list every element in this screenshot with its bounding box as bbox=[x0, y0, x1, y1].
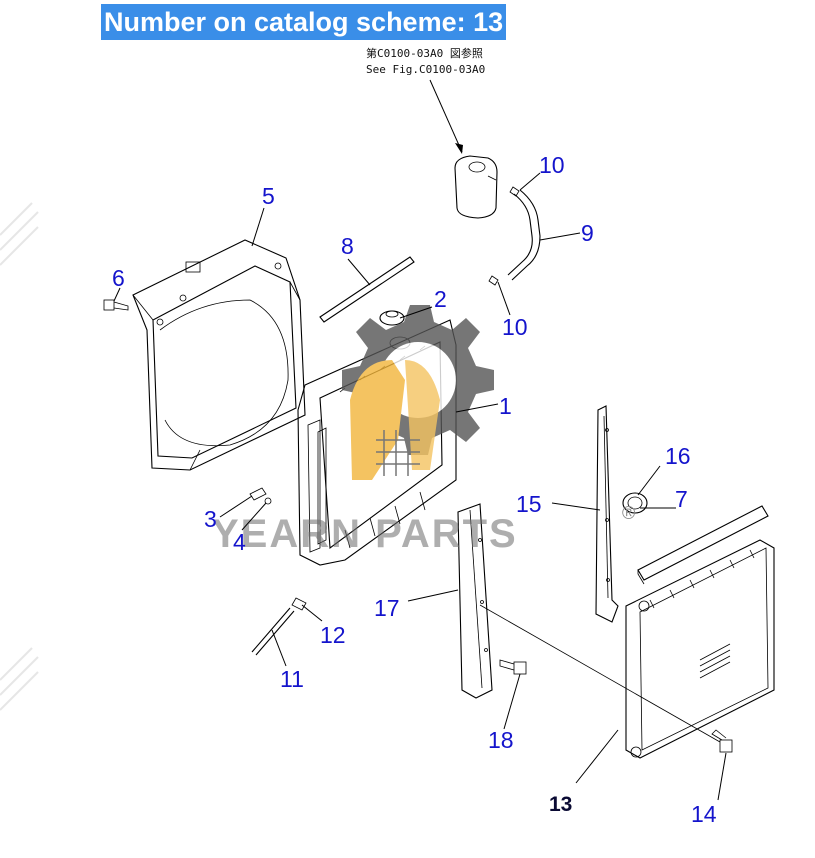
rubber-strip-7 bbox=[637, 505, 769, 585]
callout-18: 18 bbox=[488, 727, 514, 753]
oil-cooler bbox=[625, 539, 775, 759]
callout-labels: 1 2 3 4 5 6 7 8 9 10 10 11 12 13 14 15 1… bbox=[112, 152, 717, 827]
drain-cock bbox=[249, 487, 267, 501]
callout-15: 15 bbox=[516, 491, 542, 517]
watermark-registered-mark: ® bbox=[622, 503, 635, 523]
callout-2: 2 bbox=[434, 286, 447, 312]
hose-clamp-16 bbox=[622, 492, 648, 514]
drain-clip bbox=[291, 597, 307, 611]
reference-arrowhead bbox=[455, 143, 463, 154]
callout-1: 1 bbox=[499, 393, 512, 419]
radiator-cap bbox=[379, 310, 405, 326]
watermark-text: YEARN PARTS bbox=[212, 512, 518, 556]
callout-4: 4 bbox=[233, 529, 246, 555]
bolt-14 bbox=[711, 729, 733, 753]
edge-hatch-decoration bbox=[0, 202, 39, 711]
fan-shroud bbox=[132, 239, 306, 471]
callout-14: 14 bbox=[691, 801, 717, 827]
bolt-18 bbox=[499, 659, 527, 675]
overflow-hose bbox=[507, 189, 541, 281]
callout-3: 3 bbox=[204, 506, 217, 532]
assembly-guide-line bbox=[479, 604, 721, 743]
callout-8: 8 bbox=[341, 233, 354, 259]
callout-13: 13 bbox=[549, 793, 572, 816]
callout-12: 12 bbox=[320, 622, 346, 648]
callout-6: 6 bbox=[112, 265, 125, 291]
reserve-tank bbox=[454, 155, 498, 219]
drain-hose bbox=[251, 607, 295, 656]
callout-10-upper: 10 bbox=[539, 152, 565, 178]
hose-clip-upper bbox=[509, 186, 520, 197]
yearn-parts-logo bbox=[342, 305, 494, 480]
reference-note-en: See Fig.C0100-03A0 bbox=[366, 63, 485, 76]
drain-plug bbox=[264, 497, 272, 505]
bracket-15 bbox=[595, 405, 619, 623]
shroud-bolt bbox=[103, 299, 129, 311]
leader-lines bbox=[113, 172, 727, 801]
callout-16: 16 bbox=[665, 443, 691, 469]
callout-9: 9 bbox=[581, 220, 594, 246]
bracket-17 bbox=[457, 503, 493, 699]
reference-arrow bbox=[429, 79, 463, 153]
callout-7: 7 bbox=[675, 486, 688, 512]
hose-clip-lower bbox=[488, 275, 499, 286]
callout-11: 11 bbox=[280, 666, 304, 692]
rubber-strip-8 bbox=[319, 256, 415, 323]
callout-10-lower: 10 bbox=[502, 314, 528, 340]
reference-note-jp: 第C0100-03A0 図参照 bbox=[366, 46, 483, 60]
catalog-scheme-title: Number on catalog scheme: 13 bbox=[101, 4, 507, 40]
callout-17: 17 bbox=[374, 595, 400, 621]
callout-5: 5 bbox=[262, 183, 275, 209]
